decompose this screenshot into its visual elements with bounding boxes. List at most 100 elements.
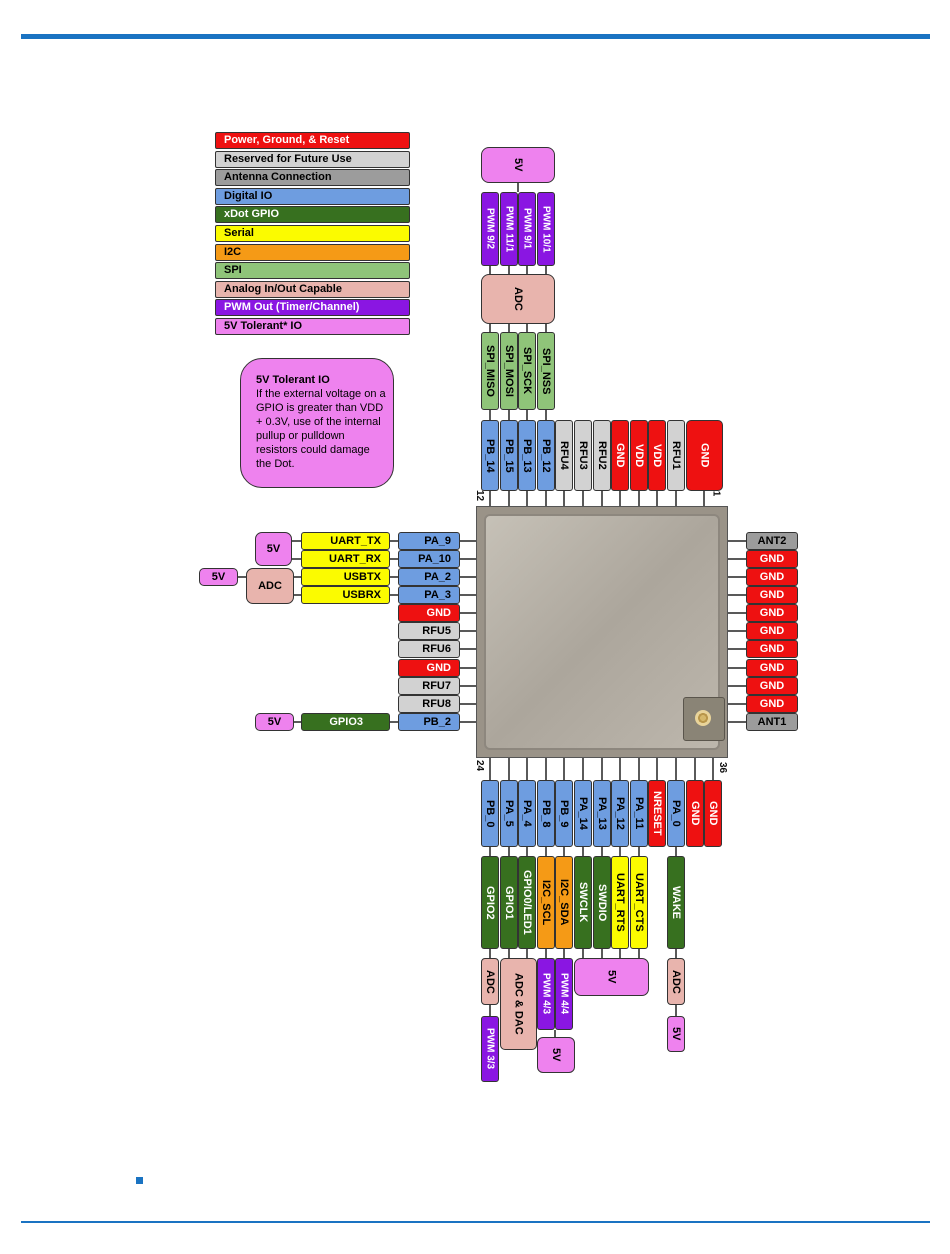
serial-tag: UART_RX [301,550,390,568]
pin-top: PB_12 [537,420,555,491]
pwm-tag: PWM 9/2 [481,192,499,266]
pwm-tag: PWM 11/1 [500,192,518,266]
pin-bottom: PA_13 [593,780,611,847]
pin-top: PB_14 [481,420,499,491]
tol5v-tag: 5V [255,532,292,566]
wake-tag: WAKE [667,856,685,949]
pin-top: GND [686,420,723,491]
spi-tag: SPI_MISO [481,332,499,410]
pin-bottom: PB_9 [555,780,573,847]
color-legend: Power, Ground, & Reset Reserved for Futu… [215,132,410,337]
pin-left: RFU6 [398,640,460,658]
tol5v-tag: 5V [667,1016,685,1052]
pin-right: GND [746,568,798,586]
swd-tag: SWDIO [593,856,611,949]
xdot-module [476,506,728,758]
serial-tag: UART_TX [301,532,390,550]
pin-bottom: PA_12 [611,780,629,847]
legend-item: Antenna Connection [215,169,410,187]
pwm-tag: PWM 4/3 [537,958,555,1030]
footer-rule [21,1221,930,1223]
pin-number-12: 12 [474,489,486,502]
pin-left: PA_10 [398,550,460,568]
adc-tag: ADC [246,568,294,604]
gpio-tag: GPIO1 [500,856,518,949]
legend-item: Serial [215,224,410,242]
pin-left: PA_3 [398,586,460,604]
legend-item: Analog In/Out Capable [215,280,410,298]
pin-right: GND [746,550,798,568]
serial-tag: USBTX [301,568,390,586]
pin-top: VDD [630,420,648,491]
pin-left: PA_2 [398,568,460,586]
legend-item: I2C [215,243,410,261]
pin-top: RFU2 [593,420,611,491]
pwm-tag: PWM 10/1 [537,192,555,266]
note-body: If the external voltage on a GPIO is gre… [256,388,386,470]
pin-bottom: PB_8 [537,780,555,847]
pwm-tag: PWM 4/4 [555,958,573,1030]
pin-top: RFU3 [574,420,592,491]
legend-item: SPI [215,262,410,280]
rf-shield [484,514,720,750]
tol5v-tag: 5V [481,147,555,183]
bullet-marker [136,1177,143,1184]
legend-item: 5V Tolerant* IO [215,317,410,335]
spi-tag: SPI_NSS [537,332,555,410]
adc-tag: ADC [667,958,685,1005]
pin-number-1: 1 [710,490,722,497]
pwm-tag: PWM 9/1 [518,192,536,266]
i2c-tag: I2C_SDA [555,856,573,949]
pin-left: PA_9 [398,532,460,550]
pin-top: GND [611,420,629,491]
ufl-antenna-connector-icon [683,697,725,741]
spi-tag: SPI_SCK [518,332,536,410]
pin-number-24: 24 [474,759,486,772]
adc-dac-tag: ADC & DAC [500,958,537,1050]
pin-bottom: PB_0 [481,780,499,847]
spi-tag: SPI_MOSI [500,332,518,410]
pin-bottom: PA_4 [518,780,536,847]
tol5v-tag: 5V [199,568,238,586]
pin-left: GND [398,659,460,677]
pin-right: ANT2 [746,532,798,550]
legend-item: PWM Out (Timer/Channel) [215,299,410,317]
swd-tag: SWCLK [574,856,592,949]
i2c-tag: I2C_SCL [537,856,555,949]
gpio-tag: GPIO2 [481,856,499,949]
tol5v-tag: 5V [574,958,649,996]
legend-item: xDot GPIO [215,206,410,224]
gpio3-tag: GPIO3 [301,713,390,731]
pin-right: GND [746,586,798,604]
pin-right: GND [746,604,798,622]
pin-bottom: GND [686,780,704,847]
pin-top: PB_13 [518,420,536,491]
pin-right: GND [746,677,798,695]
pin-bottom: PA_0 [667,780,685,847]
serial-tag: UART_RTS [611,856,629,949]
pin-bottom: NRESET [648,780,666,847]
pin-top: RFU4 [555,420,573,491]
pin-right: GND [746,695,798,713]
pin-right: ANT1 [746,713,798,731]
pin-bottom: PA_11 [630,780,648,847]
pin-top: PB_15 [500,420,518,491]
pin-bottom: PA_5 [500,780,518,847]
pin-left: RFU5 [398,622,460,640]
note-title: 5V Tolerant IO [256,374,330,386]
tolerance-note: 5V Tolerant IO If the external voltage o… [240,358,394,488]
pin-left: GND [398,604,460,622]
pwm-tag: PWM 3/3 [481,1016,499,1082]
pin-right: GND [746,659,798,677]
pin-number-36: 36 [717,761,729,774]
gpio-tag: GPIO0/LED1 [518,856,536,949]
pin-left: PB_2 [398,713,460,731]
pin-top: VDD [648,420,666,491]
header-rule [21,34,930,39]
pin-left: RFU8 [398,695,460,713]
adc-tag: ADC [481,958,499,1005]
pin-bottom: PA_14 [574,780,592,847]
pin-right: GND [746,640,798,658]
legend-item: Reserved for Future Use [215,150,410,168]
